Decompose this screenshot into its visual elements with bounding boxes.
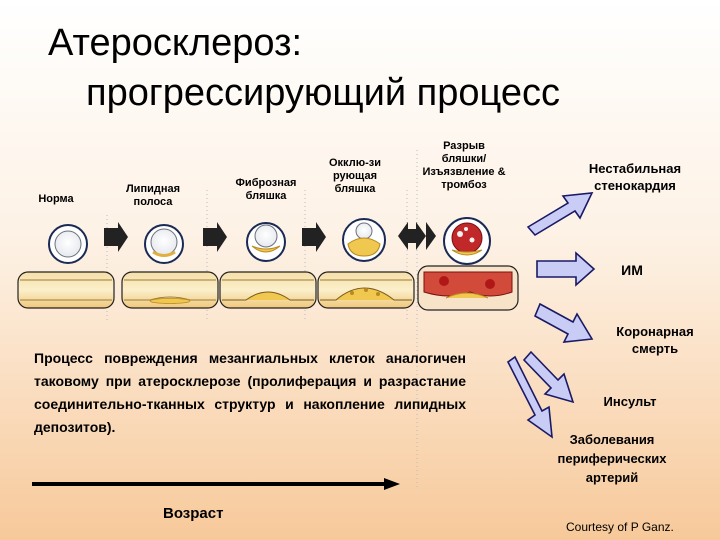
stage-normal-vessel [17, 271, 115, 309]
stage-label-rupture-thrombosis: Разрыв бляшки/ Изъязвление & тромбоз [422, 140, 506, 191]
age-axis-arrow [32, 478, 400, 490]
age-axis-label: Возраст [163, 505, 224, 522]
stage-rupture-thrombosis-cross-section [443, 217, 491, 265]
outcome-arrow-mi [536, 251, 596, 287]
stage-lipid-streak-cross-section [144, 224, 184, 264]
stage-occlusive-plaque-cross-section [342, 218, 386, 262]
progression-arrow-1 [104, 222, 128, 252]
outcome-arrow-coronary-death [533, 302, 594, 343]
description-text: Процесс повреждения мезангиальных клеток… [34, 350, 466, 435]
stage-label-lipid-streak: Липидная полоса [125, 183, 181, 208]
progression-arrow-2 [203, 222, 227, 252]
outcome-arrow-peripheral [506, 355, 553, 439]
outcome-arrow-unstable-angina [526, 192, 594, 237]
outcome-label-unstable-angina: Нестабильная стенокардия [588, 161, 682, 193]
stage-normal-cross-section [48, 224, 88, 264]
title-line-2: прогрессирующий процесс [86, 72, 560, 114]
outcome-label-peripheral-artery-disease: Заболевания периферических артерий [557, 432, 667, 485]
stage-label-occlusive-plaque: Окклю-зи рующая бляшка [329, 157, 381, 195]
stage-occlusive-plaque-vessel [317, 271, 415, 309]
stage-fibrous-plaque-vessel [219, 271, 317, 309]
outcome-label-mi: ИМ [621, 262, 643, 278]
stage-rupture-thrombosis-vessel [417, 265, 519, 311]
progression-arrow-3 [302, 222, 326, 252]
progression-arrow-4 [398, 222, 436, 250]
stage-label-normal: Норма [38, 193, 74, 205]
stage-fibrous-plaque-cross-section [246, 222, 286, 262]
outcome-arrow-stroke [522, 350, 575, 404]
credit-text: Courtesy of P Ganz. [566, 520, 674, 534]
stage-lipid-streak-vessel [121, 271, 219, 309]
title-line-1: Атеросклероз: [48, 22, 303, 64]
outcome-label-stroke: Инсульт [603, 394, 657, 409]
stage-label-fibrous-plaque: Фиброзная бляшка [235, 177, 297, 202]
outcome-label-coronary-death: Коронарная смерть [616, 324, 694, 356]
